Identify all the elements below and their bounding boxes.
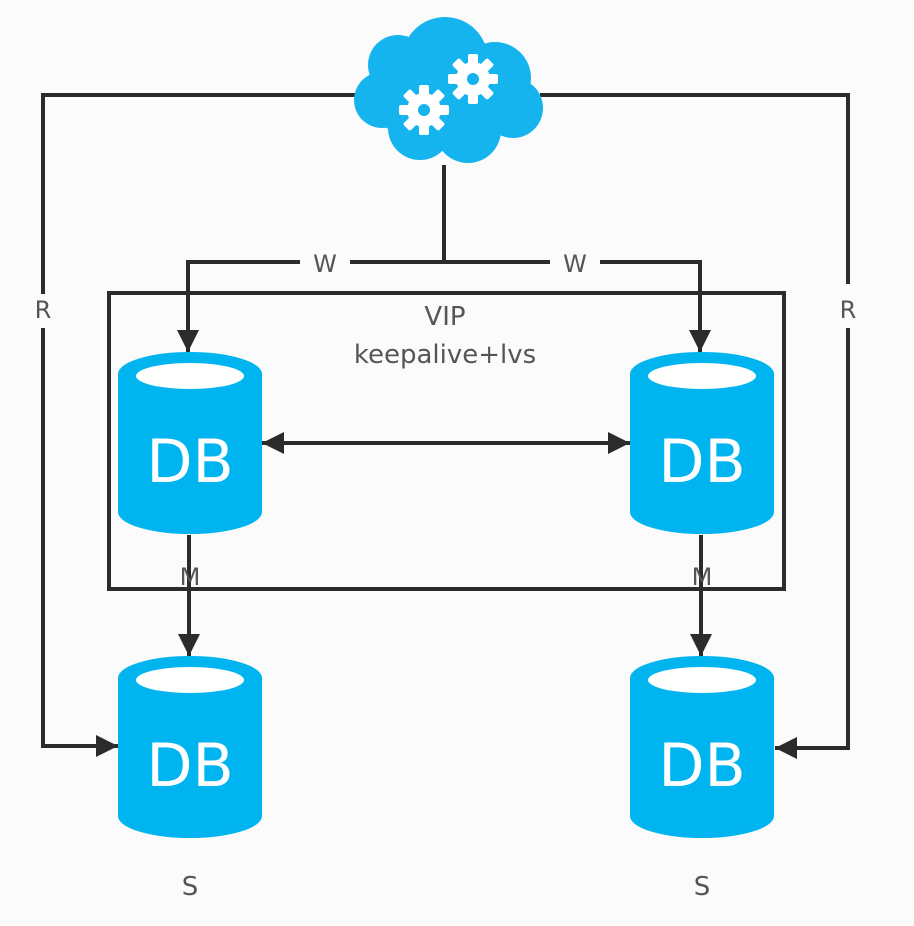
db-cylinder-icon (118, 352, 262, 534)
db-cylinder-icon (630, 656, 774, 838)
edge-read-left (41, 93, 355, 294)
edge-master-slave-right-label: M (692, 563, 713, 591)
vip-box (107, 291, 786, 591)
edge-write-right-label: W (563, 250, 587, 278)
slave-left-caption: S (182, 872, 199, 902)
db-top-icon (136, 667, 244, 693)
db-label: DB (658, 427, 745, 497)
edge-read-left-lower (41, 328, 118, 757)
edge-master-slave-left-label: M (180, 563, 201, 591)
db-label: DB (658, 731, 745, 801)
db-top-icon (136, 363, 244, 389)
db-top-icon (648, 363, 756, 389)
edge-write-right (444, 260, 700, 352)
db-master-left[interactable]: DB (118, 352, 262, 534)
db-top-icon (648, 667, 756, 693)
gear-icon (399, 85, 449, 135)
gear-icon (448, 54, 498, 104)
vip-sublabel: keepalive+lvs (354, 340, 536, 370)
db-label: DB (146, 731, 233, 801)
db-slave-right[interactable]: DB (630, 656, 774, 838)
db-label: DB (146, 427, 233, 497)
edge-write-left (188, 260, 444, 352)
db-cylinder-icon (630, 352, 774, 534)
cloud-gears-icon[interactable] (354, 17, 543, 163)
db-slave-left[interactable]: DB (118, 656, 262, 838)
edge-read-right (540, 93, 850, 284)
db-cylinder-icon (118, 656, 262, 838)
slave-right-caption: S (694, 872, 711, 902)
edge-read-right-lower (775, 328, 850, 759)
edge-read-left-label: R (35, 296, 52, 324)
db-master-right[interactable]: DB (630, 352, 774, 534)
vip-label: VIP (424, 302, 465, 332)
edge-write-left-label: W (313, 250, 337, 278)
edge-read-right-label: R (840, 296, 857, 324)
